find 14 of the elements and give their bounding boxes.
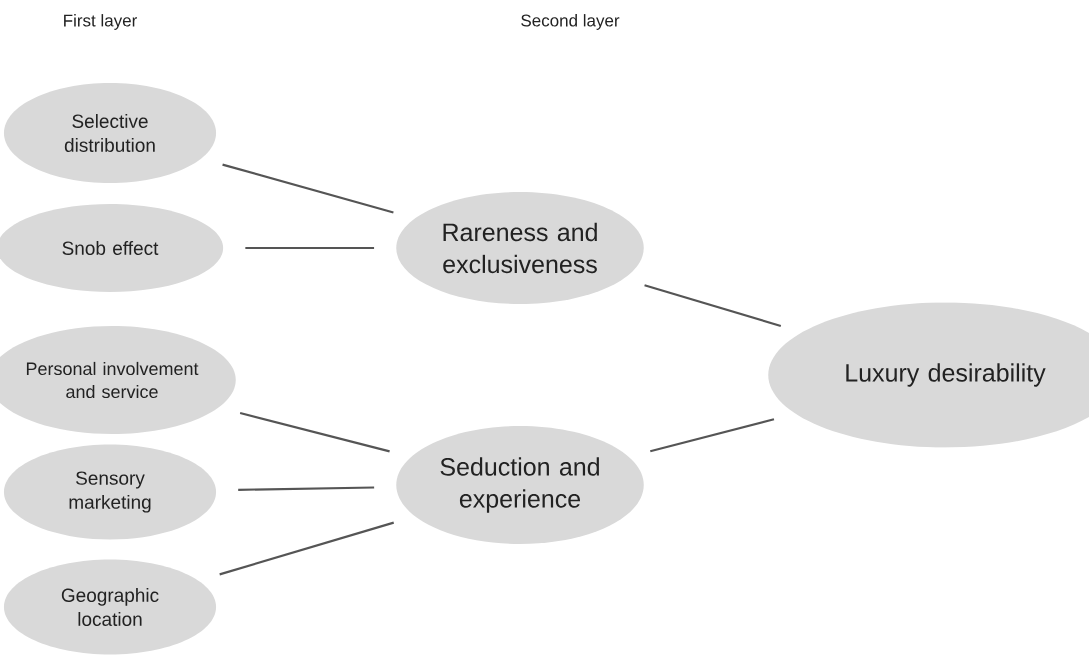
connector-line <box>222 163 394 214</box>
connector-line <box>650 418 775 453</box>
connector-line <box>644 284 782 327</box>
connector-line <box>239 411 390 453</box>
ellipse-node: Seduction and experience <box>396 426 644 544</box>
ellipse-node: Selective distribution <box>3 83 217 183</box>
ellipse-node: Geographic location <box>3 559 217 655</box>
ellipse-node: Sensory marketing <box>3 444 217 540</box>
ellipse-node: Rareness and exclusiveness <box>396 192 644 304</box>
layer-heading: First layer <box>64 14 137 30</box>
connector-line <box>245 246 375 250</box>
layer-heading: Second layer <box>521 14 620 30</box>
connector-line <box>219 521 395 576</box>
connector-line <box>238 486 375 491</box>
